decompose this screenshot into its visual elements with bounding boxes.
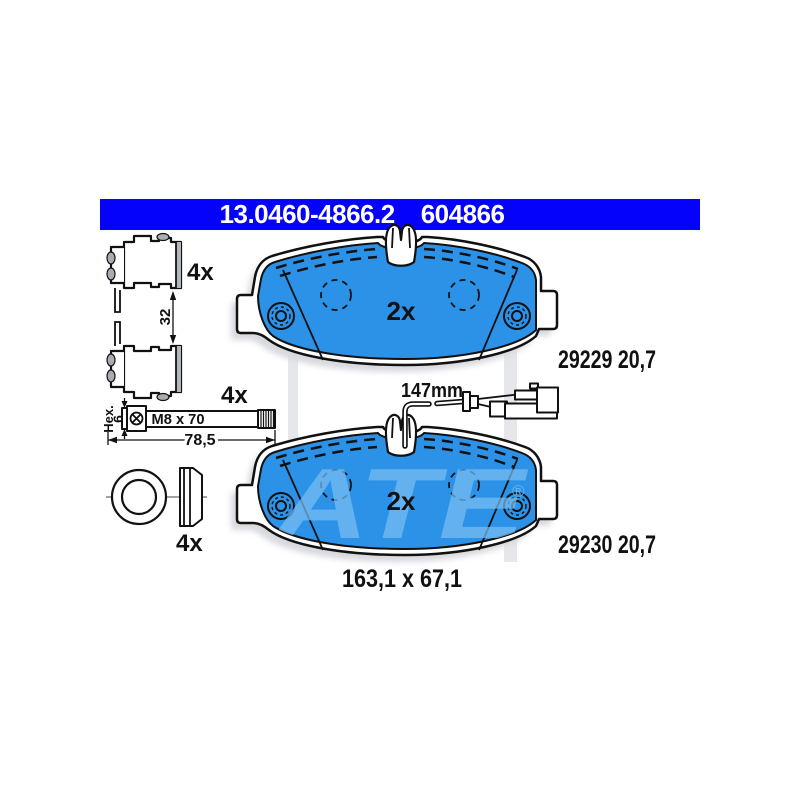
- pad-bottom-qty-label: 2x: [387, 486, 416, 516]
- bolt-spec-label: M8 x 70: [152, 411, 205, 428]
- pad-overall-dimensions: 163,1 x 67,1: [342, 565, 462, 593]
- bolt-length-dim: 78,5: [184, 432, 215, 449]
- part-number: 13.0460-4866.2: [219, 199, 396, 229]
- bolt-hex-size: 6: [110, 415, 126, 423]
- retaining-clip-drawing: 32 4x: [105, 232, 214, 402]
- part-number-banner: 13.0460-4866.2 604866: [100, 199, 700, 230]
- bolt-hex-label: Hex.: [101, 405, 116, 432]
- connector-tab: [529, 382, 539, 390]
- guide-bolt-drawing: Hex. 6 M8 x 70 78,5 4x: [101, 382, 276, 452]
- cap-qty-label: 4x: [176, 530, 203, 557]
- sensor-cable-length: 147mm: [401, 380, 463, 402]
- catalog-number: 604866: [420, 199, 505, 229]
- guide-cap-drawing: 4x: [106, 467, 207, 557]
- pad-top-part-info: 29229 20,7: [558, 346, 656, 374]
- clip-height-dim: 32: [157, 309, 174, 326]
- pad-bottom-part-info: 29230 20,7: [558, 531, 656, 559]
- connector-plug: [536, 386, 559, 414]
- brand-watermark: ATE ®: [271, 448, 529, 560]
- wear-sensor-assembly: 147mm: [401, 380, 559, 449]
- registered-mark: ®: [512, 482, 525, 501]
- watermark-text: ATE: [271, 448, 529, 560]
- sensor-tip: [462, 391, 471, 412]
- pad-top-qty-label: 2x: [387, 296, 416, 326]
- clip-qty-label: 4x: [187, 259, 214, 286]
- shadow-band-left: [288, 345, 298, 465]
- bolt-qty-label: 4x: [221, 382, 248, 409]
